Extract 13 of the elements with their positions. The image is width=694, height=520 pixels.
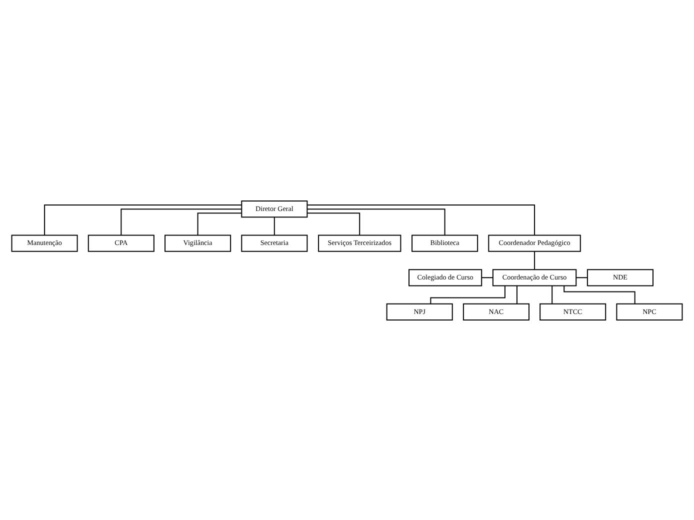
connector — [307, 212, 360, 235]
connector — [120, 208, 242, 235]
connector — [197, 212, 242, 235]
connector — [44, 204, 242, 235]
connector — [307, 208, 446, 235]
connector — [430, 285, 506, 304]
connector — [274, 216, 275, 235]
connector — [552, 285, 553, 304]
connector — [482, 276, 493, 278]
connector — [516, 285, 518, 304]
connector — [307, 204, 536, 235]
connector — [534, 250, 536, 269]
connector — [576, 276, 588, 278]
